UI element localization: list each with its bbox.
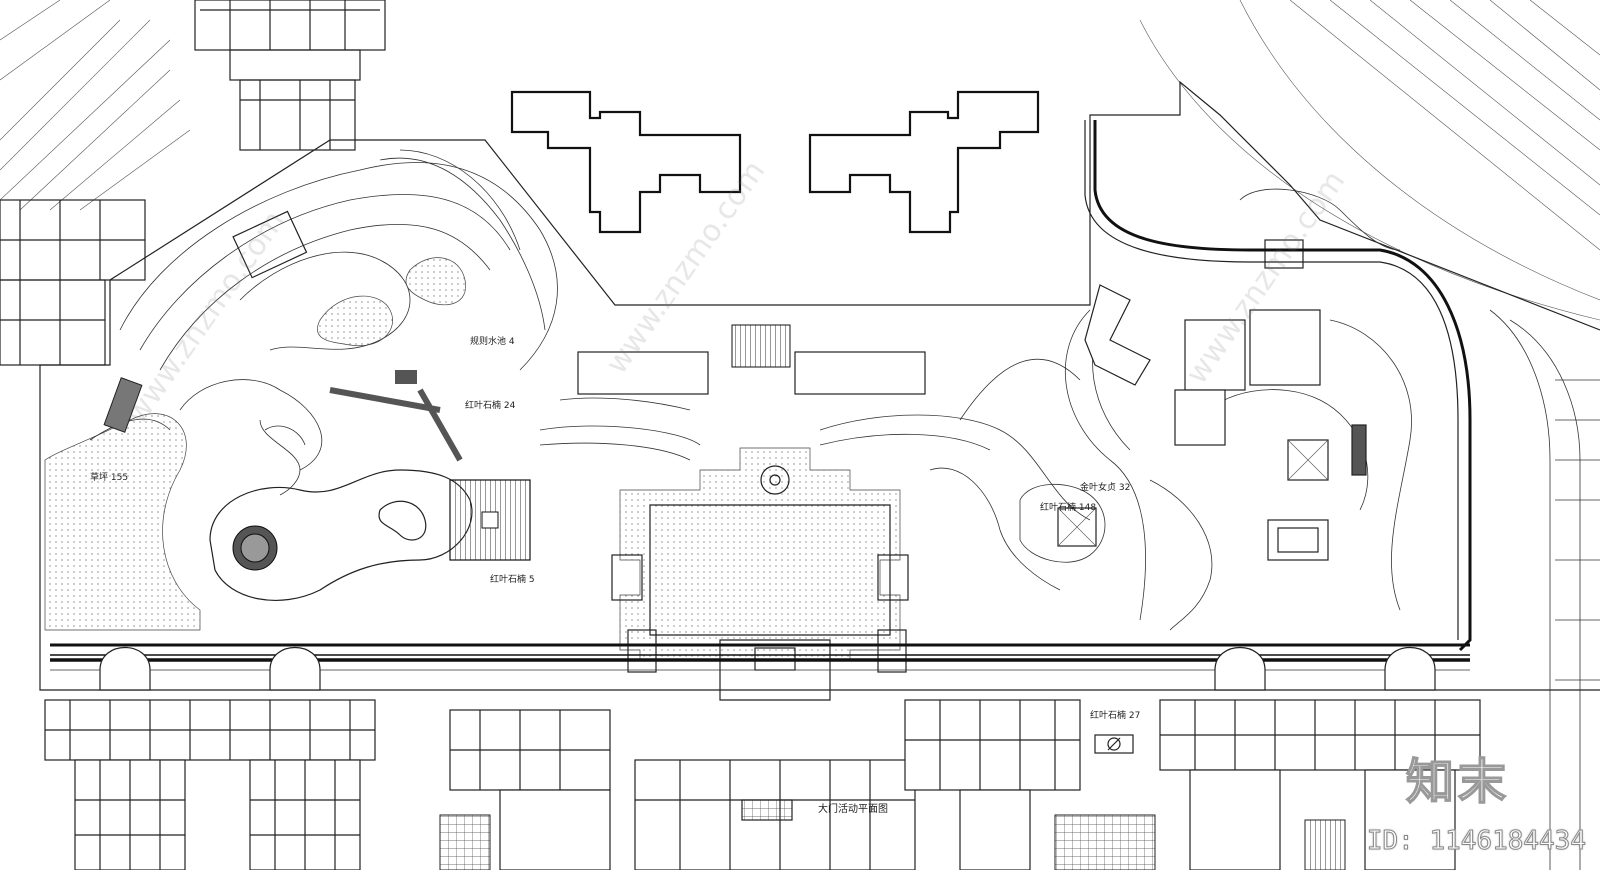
center-building-label: 大门活动平面图 bbox=[818, 804, 888, 815]
road-right bbox=[1084, 120, 1472, 652]
right-buildings bbox=[1084, 239, 1367, 476]
north-arrow-box bbox=[1094, 734, 1134, 754]
pond-left bbox=[317, 295, 393, 347]
grid-court-2 bbox=[1054, 814, 1156, 870]
grid-court-1 bbox=[439, 814, 491, 870]
bottom-buildings bbox=[44, 699, 1481, 870]
plan-label: 规则水池 4 bbox=[470, 337, 515, 347]
building-top-center-right bbox=[808, 90, 1040, 234]
plan-label: 红叶石楠 27 bbox=[1090, 711, 1141, 721]
garden-right bbox=[1064, 188, 1412, 631]
central-plaza bbox=[611, 447, 909, 701]
entry-gate-block bbox=[731, 324, 791, 368]
road-pavilions bbox=[99, 647, 1436, 691]
building-left bbox=[0, 199, 146, 366]
watermark-logo: 知末 bbox=[1405, 753, 1510, 811]
building-top-center-left bbox=[510, 90, 742, 234]
playground bbox=[209, 419, 473, 601]
garden-left bbox=[89, 149, 558, 471]
parking-right-edge bbox=[1489, 309, 1600, 870]
plan-label: 草坪 155 bbox=[90, 473, 129, 483]
watermark-id: ID: 1146184434 bbox=[1366, 826, 1586, 857]
lawn-left bbox=[44, 413, 201, 631]
planter-center-right bbox=[794, 351, 926, 395]
plan-label: 红叶石楠 5 bbox=[490, 575, 535, 585]
pond-left-2 bbox=[405, 257, 466, 306]
parking-lines-left bbox=[0, 0, 191, 211]
center-paths bbox=[539, 358, 1091, 591]
grid-court-3 bbox=[1304, 819, 1346, 870]
parking-lines-right bbox=[1139, 0, 1600, 321]
right-pavilions bbox=[1019, 439, 1329, 563]
plan-label: 红叶石楠 24 bbox=[465, 401, 516, 411]
plan-label: 红叶石楠 148 bbox=[1040, 503, 1097, 513]
building-top-left bbox=[194, 0, 386, 151]
plan-label: 金叶女贞 32 bbox=[1080, 483, 1131, 493]
pergola-bars bbox=[103, 370, 463, 462]
pool-rect-left bbox=[232, 210, 308, 279]
planter-center-left bbox=[577, 351, 709, 395]
site-boundary bbox=[39, 80, 1600, 691]
